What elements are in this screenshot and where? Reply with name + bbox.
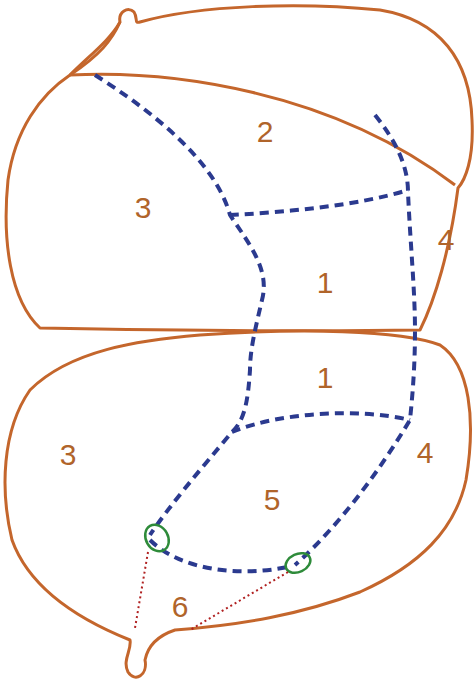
callout-number: 3 [135, 193, 152, 223]
callout-number: 3 [60, 440, 77, 470]
dashed-boundary [295, 115, 415, 565]
green-ring [140, 520, 173, 555]
dashed-boundary [230, 190, 408, 215]
upper-lobe-edge [70, 74, 455, 185]
lower-lobe-outline [5, 331, 470, 677]
callout-number: 1 [317, 363, 334, 393]
callout-number: 6 [172, 592, 189, 622]
callout-number: 5 [264, 485, 281, 515]
callout-number: 4 [438, 225, 455, 255]
dotted-line [135, 552, 148, 628]
dotted-line [190, 572, 288, 630]
dashed-boundary [232, 413, 410, 432]
dashed-boundary [95, 75, 264, 535]
callout-number: 2 [257, 117, 274, 147]
callout-number: 1 [317, 268, 334, 298]
dashed-boundary [150, 540, 292, 571]
callout-number: 4 [417, 438, 434, 468]
upper-lobe-beak [70, 22, 120, 75]
upper-lobe-outline [6, 6, 472, 331]
